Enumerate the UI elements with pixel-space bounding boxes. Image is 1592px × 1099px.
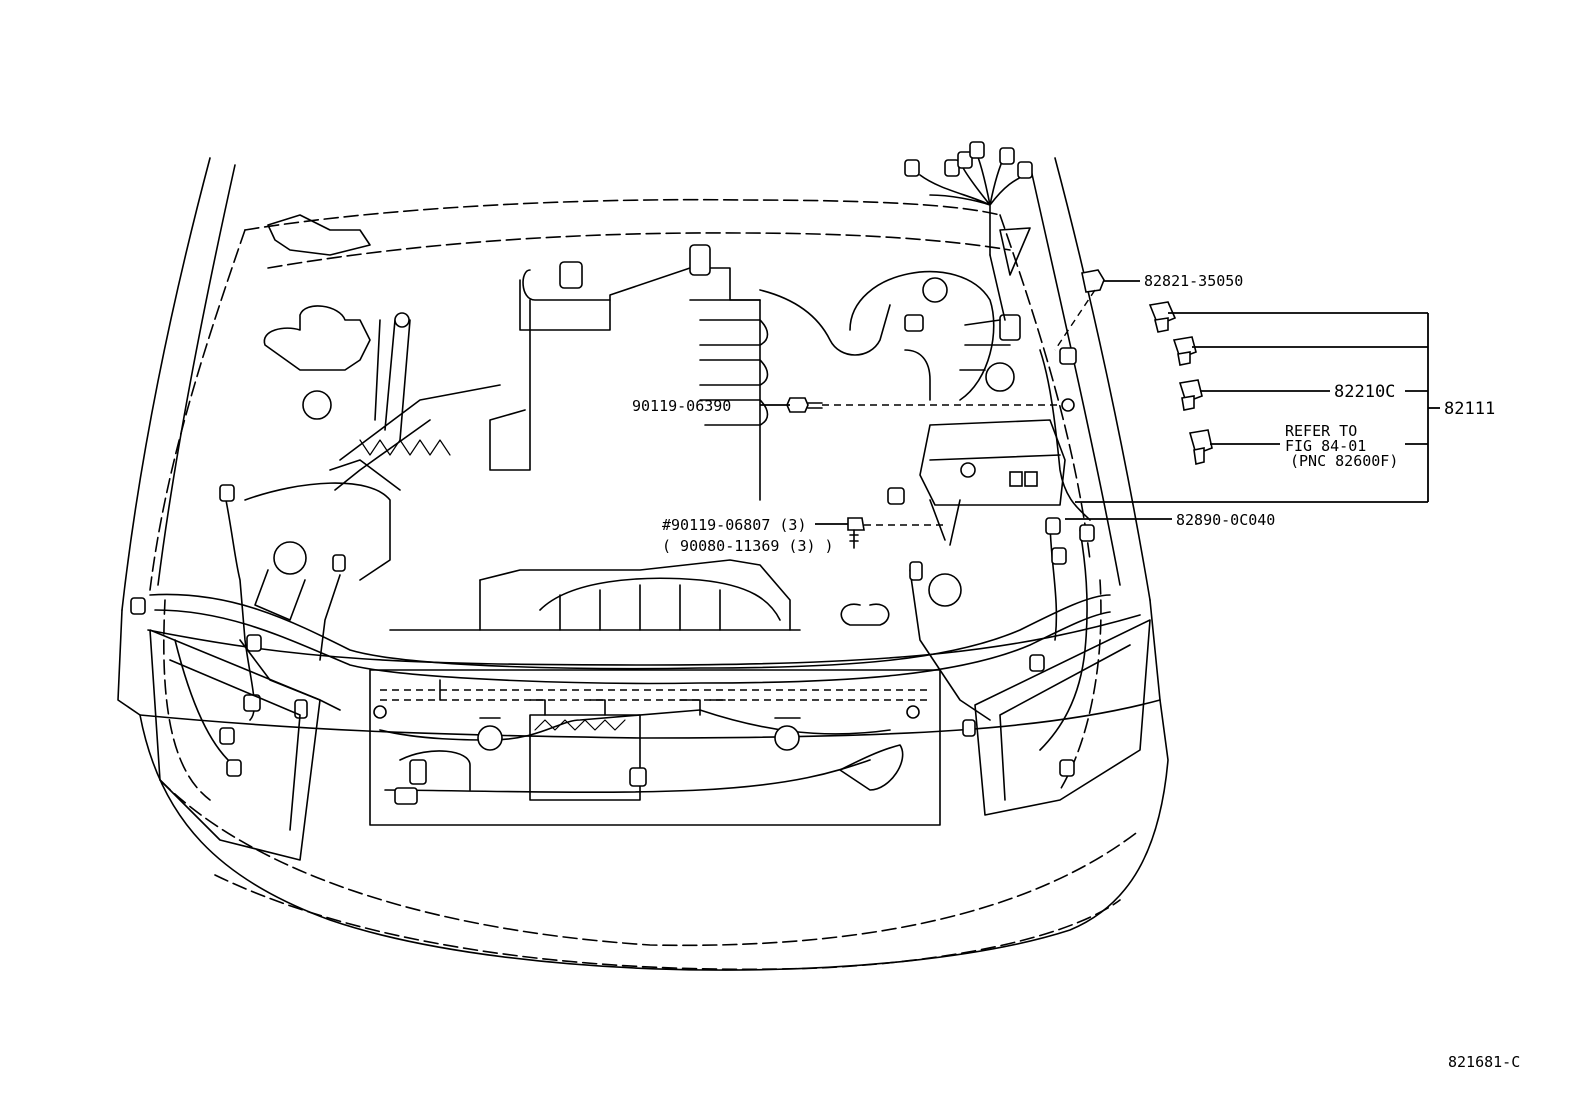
headlight-right xyxy=(974,619,1151,816)
left-side-components xyxy=(244,214,411,621)
engine-block xyxy=(329,244,801,631)
top-branch-harness xyxy=(904,141,1033,321)
label-refer-line3: (PNC 82600F) xyxy=(1290,452,1398,470)
label-82821-35050: 82821-35050 xyxy=(1144,272,1243,290)
label-refer-line2: FIG 84-01 xyxy=(1285,437,1366,455)
battery-fuse-box xyxy=(919,419,1066,546)
label-90119-06807: #90119-06807 (3) xyxy=(662,516,807,534)
brake-booster xyxy=(759,270,1021,401)
label-refer-line1: REFER TO xyxy=(1285,422,1357,440)
label-82111: 82111 xyxy=(1444,399,1495,419)
headlight-left xyxy=(149,629,321,861)
label-90080-11369: ( 90080-11369 (3) ) xyxy=(662,537,834,555)
figure-id: 821681-C xyxy=(1448,1053,1520,1071)
leader-lines xyxy=(760,280,1440,525)
callout-labels: 82821-35050 82210C 82111 REFER TO FIG 84… xyxy=(632,272,1520,1071)
main-wiring-harness xyxy=(149,593,1111,826)
label-82890-0c040: 82890-0C040 xyxy=(1176,511,1275,529)
part-82111-relay-connectors xyxy=(1148,301,1213,465)
label-90119-06390: 90119-06390 xyxy=(632,397,731,415)
part-82821-connector xyxy=(1054,269,1105,351)
harness-connectors xyxy=(130,347,1095,777)
label-82210c: 82210C xyxy=(1334,382,1395,402)
bolt-90119-06807 xyxy=(847,517,945,549)
